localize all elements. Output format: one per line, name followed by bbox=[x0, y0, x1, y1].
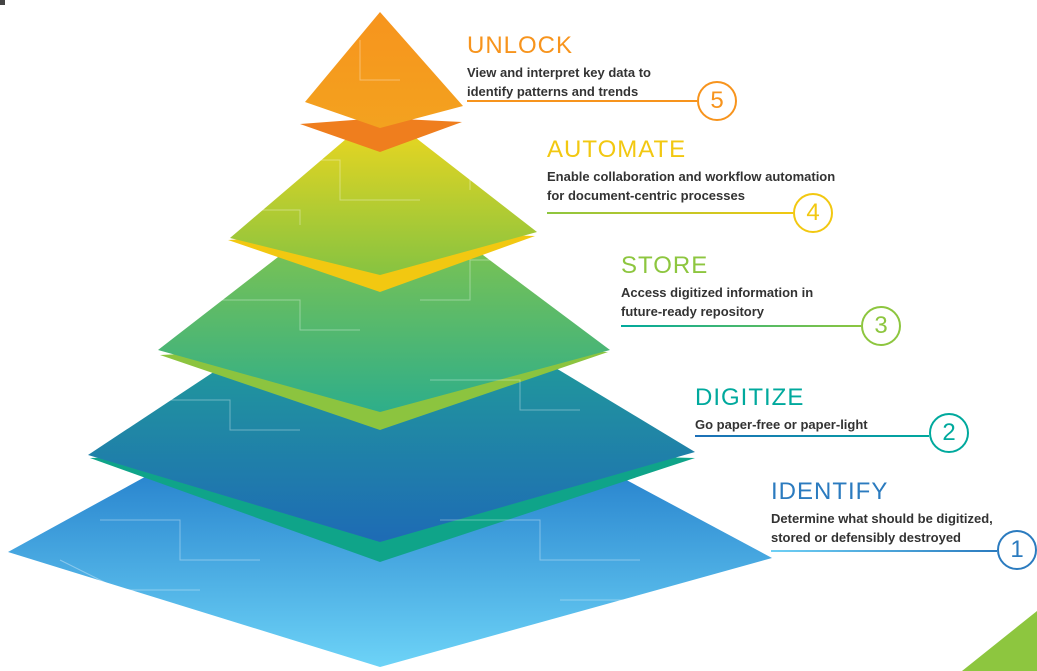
stage-line-digitize bbox=[695, 435, 929, 437]
stage-number-badge-4: 4 bbox=[793, 193, 833, 233]
stage-line-store bbox=[621, 325, 861, 327]
stage-digitize: DIGITIZE Go paper-free or paper-light bbox=[695, 385, 868, 434]
stage-unlock: UNLOCK View and interpret key data to id… bbox=[467, 33, 651, 101]
stage-line-automate bbox=[547, 212, 793, 214]
stage-line-unlock bbox=[467, 100, 697, 102]
corner-triangle-decoration bbox=[962, 611, 1037, 671]
stage-number-badge-5: 5 bbox=[697, 81, 737, 121]
stage-description: View and interpret key data to identify … bbox=[467, 65, 651, 99]
stage-description: Go paper-free or paper-light bbox=[695, 417, 868, 432]
corner-dot bbox=[0, 0, 5, 5]
stage-line-identify bbox=[771, 550, 997, 552]
stage-title: AUTOMATE bbox=[547, 136, 687, 163]
layer-unlock bbox=[305, 12, 463, 128]
stage-number-badge-3: 3 bbox=[861, 306, 901, 346]
stage-title: IDENTIFY bbox=[771, 478, 889, 505]
stage-title: DIGITIZE bbox=[695, 384, 805, 411]
stage-title: STORE bbox=[621, 252, 709, 279]
circuit-pattern bbox=[59, 40, 650, 601]
stage-title: UNLOCK bbox=[467, 32, 574, 59]
stage-description: Enable collaboration and workflow automa… bbox=[547, 169, 836, 203]
stage-automate: AUTOMATE Enable collaboration and workfl… bbox=[547, 137, 835, 205]
stage-store: STORE Access digitized information in fu… bbox=[621, 253, 813, 321]
stage-number-badge-1: 1 bbox=[997, 530, 1037, 570]
stage-identify: IDENTIFY Determine what should be digiti… bbox=[771, 479, 993, 547]
stage-description: Access digitized information in future-r… bbox=[621, 285, 814, 319]
stage-number-badge-2: 2 bbox=[929, 413, 969, 453]
layer-automate bbox=[230, 110, 537, 275]
stage-description: Determine what should be digitized, stor… bbox=[771, 511, 993, 545]
